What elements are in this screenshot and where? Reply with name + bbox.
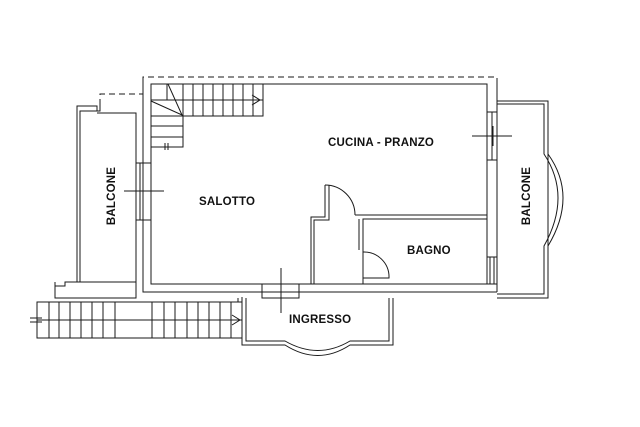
entrance-bay bbox=[241, 297, 394, 356]
entrance-door bbox=[261, 268, 300, 313]
upper-stairs bbox=[150, 83, 264, 150]
upper-outline-dashed bbox=[99, 76, 498, 101]
room-label-cucina-pranzo: CUCINA - PRANZO bbox=[328, 137, 435, 149]
outer-walls bbox=[142, 83, 498, 293]
room-label-balcone-left: BALCONE bbox=[106, 166, 119, 226]
room-label-salotto: SALOTTO bbox=[199, 196, 256, 208]
lower-stairs bbox=[30, 298, 243, 339]
room-label-ingresso: INGRESSO bbox=[289, 314, 352, 326]
right-balcony bbox=[497, 100, 564, 299]
bathroom-walls bbox=[310, 184, 498, 285]
left-balcony bbox=[54, 101, 164, 299]
room-label-bagno: BAGNO bbox=[407, 245, 451, 257]
room-label-balcone-right: BALCONE bbox=[521, 166, 534, 226]
kitchen-window bbox=[472, 111, 512, 161]
